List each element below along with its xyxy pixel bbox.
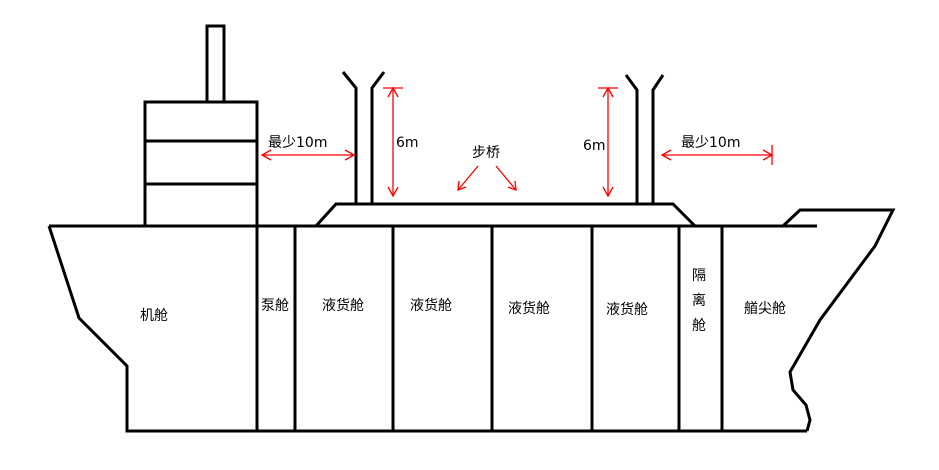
trunk-deck — [312, 202, 699, 228]
forepeak-label: 艏尖舱 — [744, 301, 786, 317]
fore-height-label: 6m — [583, 138, 606, 154]
funnel — [205, 24, 226, 104]
cofferdam-label-char-1: 隔 — [692, 268, 706, 284]
cofferdam-label-char-2: 离 — [692, 292, 706, 309]
pump-room-label: 泵舱 — [261, 298, 289, 314]
cargo-tank-4-label: 液货舱 — [606, 301, 648, 318]
fore-mast-left — [624, 74, 639, 204]
superstructure — [143, 100, 259, 228]
fore-distance-label: 最少10m — [681, 135, 740, 151]
hull-bow — [781, 208, 896, 432]
aft-distance-label: 最少10m — [268, 135, 327, 151]
fore-distance-dimension — [660, 145, 774, 165]
aft-mast-right — [370, 71, 386, 204]
aft-height-dimension — [383, 86, 403, 198]
cargo-tank-1-label: 液货舱 — [322, 297, 364, 314]
aft-height-label: 6m — [396, 135, 419, 151]
fore-height-dimension — [598, 86, 618, 198]
aft-distance-dimension — [260, 149, 356, 161]
cargo-tank-2-label: 液货舱 — [410, 297, 452, 314]
cargo-tank-3-label: 液货舱 — [508, 300, 550, 317]
catwalk-label: 步桥 — [472, 145, 500, 161]
catwalk-pointer-arrows — [457, 165, 517, 191]
engine-room-label: 机舱 — [140, 308, 168, 324]
hull-stern — [47, 225, 807, 433]
aft-mast-left — [341, 71, 358, 204]
cofferdam-label-char-3: 舱 — [692, 318, 706, 334]
fore-mast-right — [651, 74, 665, 204]
